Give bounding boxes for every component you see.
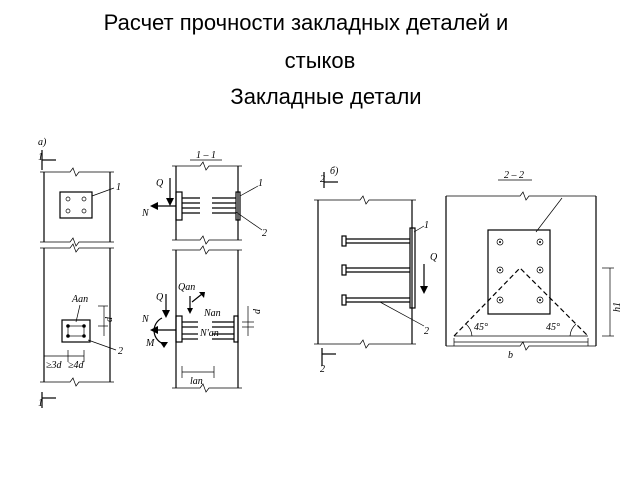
force-Q-a: Q <box>156 178 164 189</box>
fig-b-side-view: б) 2 2 1 2 Q <box>314 166 438 375</box>
dim-2d: d <box>104 316 115 322</box>
dim-b: b <box>508 350 513 361</box>
section-mark-1-bottom: 1 <box>38 398 43 409</box>
label-N-an-prime: N'an <box>199 328 219 339</box>
section-2-2: 2 – 2 45° 45° b h1 <box>445 170 623 361</box>
fig-a-front-view: а) 1 1 1 Aan <box>38 137 123 409</box>
force-N-b: N <box>141 314 150 325</box>
section-mark-2-bottom: 2 <box>320 364 325 375</box>
label-b: б) <box>330 166 339 177</box>
label-a: а) <box>38 137 47 148</box>
section-mark-1-top: 1 <box>38 152 43 163</box>
section-1-1-label: 1 – 1 <box>196 150 216 161</box>
dim-h1: h1 <box>612 302 623 312</box>
label-A-an: Aan <box>71 294 88 305</box>
section-mark-2-top: 2 <box>320 174 325 185</box>
dim-l-an: lan <box>190 376 203 387</box>
force-N-a: N <box>141 208 150 219</box>
force-Q-fig-b: Q <box>430 252 438 263</box>
angle-45-right: 45° <box>546 322 560 333</box>
dim-d: d <box>252 308 263 314</box>
dim-4d: ≥4d <box>68 360 84 371</box>
mark-1-fig-b: 1 <box>424 220 429 231</box>
mark-1-section: 1 <box>258 178 263 189</box>
dim-3d: ≥3d <box>46 360 62 371</box>
section-1-1: 1 – 1 1 2 Q N <box>141 150 267 393</box>
moment-M: M <box>145 338 155 349</box>
angle-45-left: 45° <box>474 322 488 333</box>
slide-title-line-2: стыков <box>284 48 356 73</box>
slide-title-line-1: Расчет прочности закладных деталей и <box>103 10 509 35</box>
label-Q-an: Qan <box>178 282 195 293</box>
mark-2-fig-a: 2 <box>118 346 123 357</box>
mark-1-fig-a: 1 <box>116 182 121 193</box>
section-2-2-label: 2 – 2 <box>504 170 524 181</box>
force-Q-b: Q <box>156 292 164 303</box>
mark-2-fig-b: 2 <box>424 326 429 337</box>
mark-2-section: 2 <box>262 228 267 239</box>
slide-subtitle: Закладные детали <box>230 84 422 109</box>
label-N-an: Nan <box>203 308 221 319</box>
